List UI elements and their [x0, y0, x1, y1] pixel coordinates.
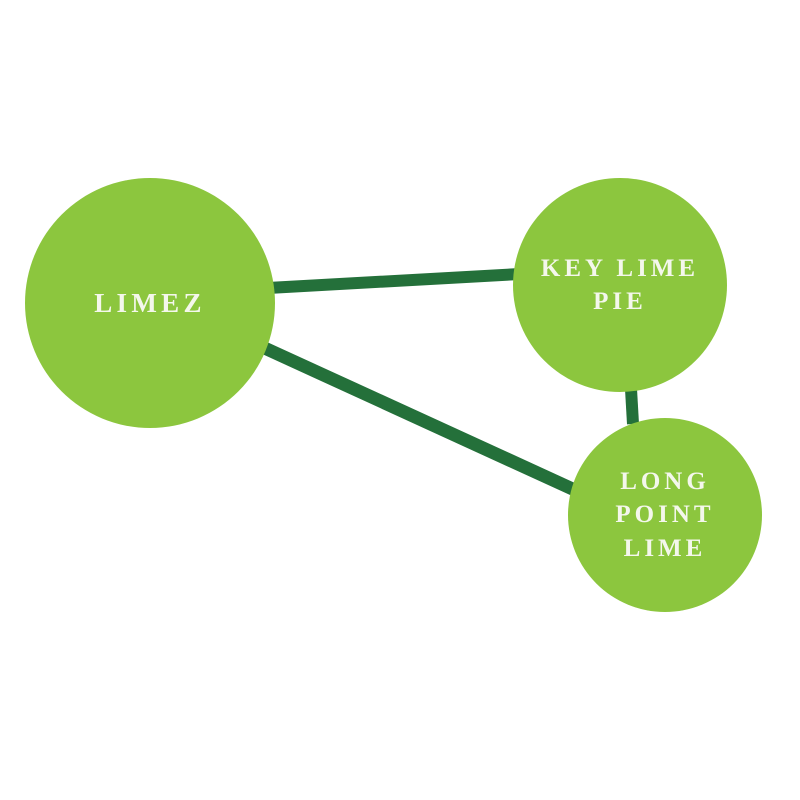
node-key-lime-pie[interactable]: KEY LIME PIE [513, 178, 727, 392]
node-long-point-lime-label: LONG POINT LIME [615, 467, 715, 562]
node-limez-label: LIMEZ [94, 287, 206, 318]
node-key-lime-pie-label: KEY LIME PIE [540, 254, 700, 316]
edge-limez-key-lime-pie [267, 268, 521, 294]
edge-limez-long-point-lime [255, 339, 593, 503]
edge-key-lime-pie-long-point-lime [625, 388, 639, 425]
node-limez[interactable]: LIMEZ [25, 178, 275, 428]
node-long-point-lime[interactable]: LONG POINT LIME [568, 418, 762, 612]
